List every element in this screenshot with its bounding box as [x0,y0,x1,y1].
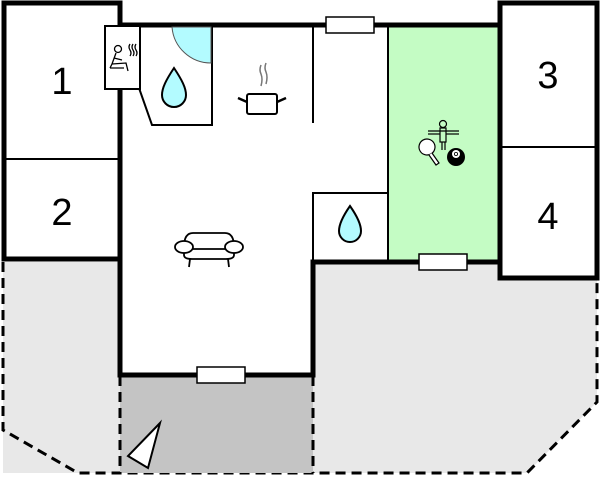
interior-walls [138,25,389,262]
room-label-4: 4 [537,196,558,238]
window-activity-room [418,253,468,271]
water-drop-icon [160,66,188,108]
windows [196,16,468,384]
billiard-ball-icon [447,148,465,166]
cooking-pot-icon [237,62,287,115]
water-drop-icon [337,204,363,243]
sauna [104,25,141,90]
bedroom-block-left [1,0,123,262]
room-label-1: 1 [51,61,72,103]
window-kitchen [325,16,375,34]
window-living-room [196,366,246,384]
bedroom-block-right [497,0,600,281]
table-tennis-icon [418,138,440,166]
shower-icon [171,26,212,64]
room-label-2: 2 [51,192,72,234]
north-arrow-icon [126,419,162,470]
activity-room [388,25,500,262]
covered-terrace [118,375,315,473]
sauna-icon [109,43,138,72]
sofa-icon [174,232,244,268]
table-football-icon [428,119,459,150]
room-label-3: 3 [537,55,558,97]
exterior-walls [117,22,500,378]
